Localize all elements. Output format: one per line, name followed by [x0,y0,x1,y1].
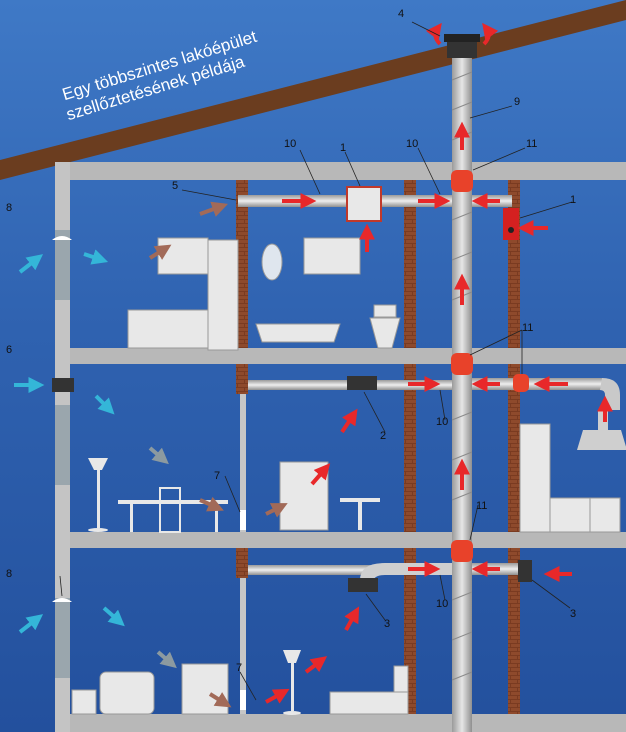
callout-4: 4 [398,8,405,20]
callout-6: 6 [6,344,13,356]
fridge-icon [519,423,621,533]
callout-7a: 7 [214,470,221,482]
junctions [451,170,529,562]
callout-10a: 10 [284,138,297,150]
callout-leaders [59,21,573,701]
riser-duct [451,55,473,732]
callout-3b: 3 [570,608,577,620]
kitchen-icon [127,237,361,351]
supply-arrows [14,249,125,634]
dining-table-icon [118,487,228,533]
toilet-icon [369,304,401,349]
floor-lamp-icon-2 [283,650,301,715]
callout-10c: 10 [436,416,449,428]
callout-1b: 1 [570,194,577,206]
side-table-icon [340,498,380,530]
callout-11a: 11 [526,138,538,150]
callout-10d: 10 [436,598,449,610]
callout-3a: 3 [384,618,391,630]
callout-1a: 1 [340,142,347,154]
exhaust-arrows [265,121,613,704]
transfer-arrows [148,201,288,708]
wall-vent-icon [52,236,74,602]
callout-9: 9 [514,96,521,108]
partitions [240,394,246,714]
callout-2: 2 [380,430,387,442]
armchair-icon [71,671,155,715]
callout-7b: 7 [236,662,243,674]
bathtub-icon [255,323,341,343]
callout-10b: 10 [406,138,419,150]
fan-units [346,186,626,592]
bed-icon [329,665,409,715]
dresser-icon [181,663,229,715]
brick-columns [236,180,520,714]
callout-11b: 11 [522,322,534,334]
floor-lamp-icon [88,458,108,532]
floor-slabs [55,162,626,732]
callout-8a: 8 [6,202,13,214]
callout-5: 5 [172,180,179,192]
outer-wall [55,162,70,732]
callout-8b: 8 [6,568,13,580]
callout-11c: 11 [476,500,488,512]
roof-fan-icon [425,22,499,58]
